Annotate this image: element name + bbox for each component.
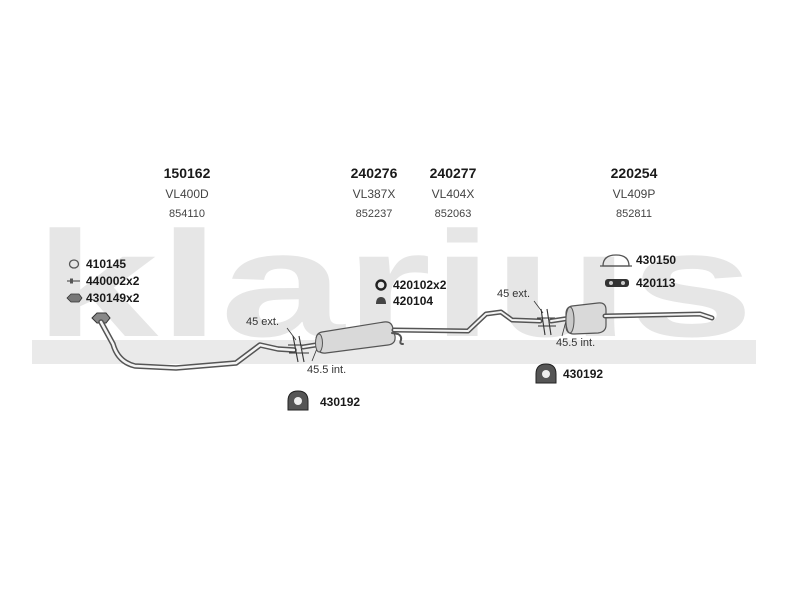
rubber-mount-icon	[376, 297, 386, 304]
part-code: VL404X	[432, 187, 475, 201]
accessory-item: 430149x2	[66, 291, 140, 305]
joint-leader	[286, 327, 297, 341]
ring-gasket-icon	[68, 259, 80, 269]
clamp-right: 430192	[535, 363, 603, 384]
clamp-icon	[287, 390, 309, 411]
accessory-list-right: 430150 420113	[600, 253, 676, 290]
joint-int-label: 45.5 int.	[307, 364, 346, 376]
accessory-label: 440002x2	[86, 274, 140, 288]
middle-silencer	[300, 321, 404, 354]
accessory-label: 430150	[636, 253, 676, 267]
joint-ext-label: 45 ext.	[246, 316, 279, 328]
clamp-label: 430192	[563, 367, 603, 381]
part-ref: 852063	[435, 208, 472, 220]
accessory-list-mid: 420102x2 420104	[375, 278, 447, 308]
joint-left: 45 ext. 45.5 int.	[246, 316, 346, 376]
gasket-hanger-icon	[600, 254, 632, 267]
accessory-list-left: 410145 440002x2 430149x2	[66, 257, 140, 305]
clamp-icon	[535, 363, 557, 384]
accessory-label: 420104	[393, 294, 433, 308]
accessory-item: 430150	[600, 253, 676, 267]
part-header-3: 240277 VL404X 852063	[430, 165, 477, 220]
joint-int-label: 45.5 int.	[556, 337, 595, 349]
part-header-2: 240276 VL387X 852237	[351, 165, 398, 220]
accessory-item: 420102x2	[375, 278, 447, 292]
accessory-item: 420104	[376, 294, 433, 308]
accessory-item: 440002x2	[67, 274, 140, 288]
accessory-label: 420102x2	[393, 278, 447, 292]
accessory-label: 420113	[636, 276, 676, 290]
accessory-item: 410145	[68, 257, 126, 271]
joint-leader	[533, 300, 544, 314]
flange-gasket-icon	[66, 293, 83, 303]
part-ref: 852237	[356, 208, 393, 220]
rubber-hanger-icon	[605, 279, 629, 287]
joint-leader	[561, 320, 567, 337]
middle-pipe	[391, 309, 543, 334]
front-pipe	[91, 312, 297, 371]
part-number: 240276	[351, 165, 398, 181]
part-header-1: 150162 VL400D 854110	[164, 165, 211, 220]
front-pipe-flange	[91, 312, 111, 324]
watermark-bar	[32, 340, 756, 364]
part-header-4: 220254 VL409P 852811	[611, 165, 658, 220]
accessory-label: 430149x2	[86, 291, 140, 305]
accessory-item: 420113	[605, 276, 676, 290]
part-number: 240277	[430, 165, 477, 181]
part-ref: 852811	[616, 208, 652, 220]
rear-silencer-body	[565, 302, 607, 335]
accessory-label: 410145	[86, 257, 126, 271]
clamp-left: 430192	[287, 390, 360, 411]
bolt-icon	[67, 278, 80, 284]
o-ring-icon	[375, 279, 387, 291]
clamp-label: 430192	[320, 395, 360, 409]
part-code: VL409P	[613, 187, 656, 201]
joint-right: 45 ext. 45.5 int.	[497, 288, 595, 349]
part-number: 150162	[164, 165, 211, 181]
part-number: 220254	[611, 165, 658, 181]
rear-silencer	[548, 302, 715, 335]
part-code: VL387X	[353, 187, 396, 201]
part-code: VL400D	[165, 187, 209, 201]
joint-ext-label: 45 ext.	[497, 288, 530, 300]
part-ref: 854110	[169, 208, 205, 220]
